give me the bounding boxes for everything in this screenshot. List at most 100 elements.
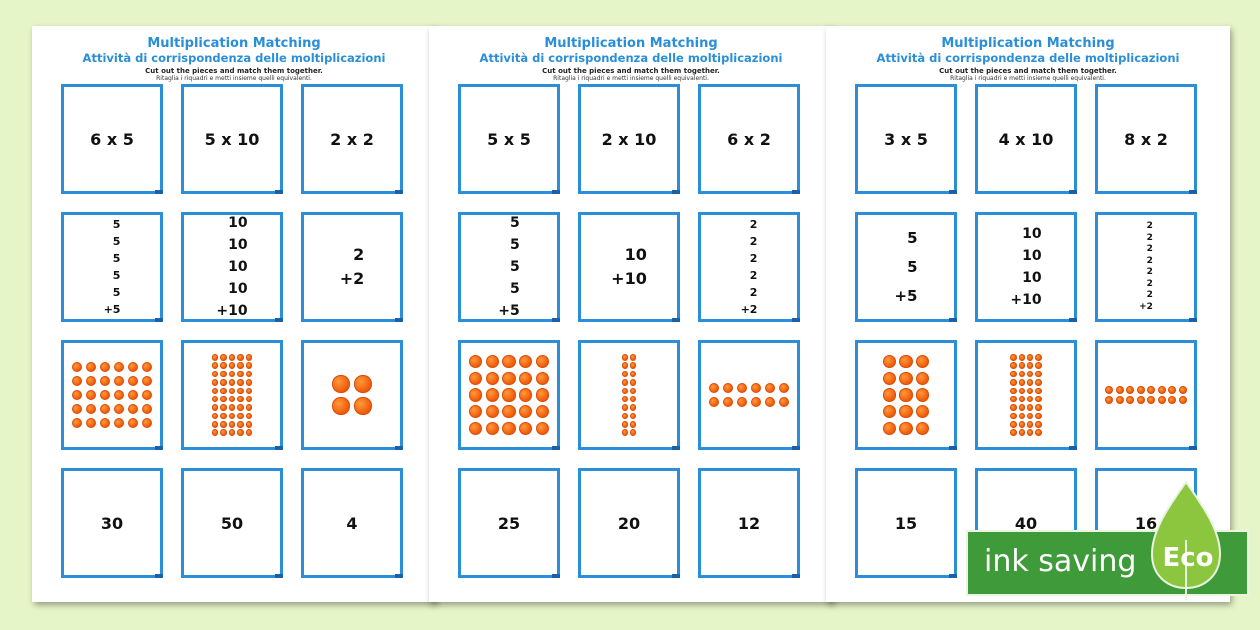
dot-cell — [898, 387, 915, 404]
dot-cell — [721, 395, 735, 409]
counter-dot — [211, 404, 219, 411]
counter-dot — [85, 389, 97, 401]
counter-dot — [99, 403, 111, 415]
dot-cell — [1034, 353, 1042, 361]
dot-cell — [1009, 429, 1017, 437]
addition-stack: 2+2 — [340, 243, 365, 291]
array-card[interactable] — [975, 340, 1077, 450]
array-card[interactable] — [578, 340, 680, 450]
dot-cell — [1026, 378, 1034, 386]
counter-dot — [228, 387, 236, 395]
counter-dot — [113, 417, 125, 429]
counter-dot — [722, 396, 734, 408]
answer-card[interactable]: 4 — [301, 468, 403, 578]
array-card[interactable] — [698, 340, 800, 450]
array-card[interactable] — [61, 340, 163, 450]
dot-cell — [1167, 385, 1178, 396]
dot-array — [70, 360, 154, 430]
counter-dot — [71, 361, 83, 373]
answer-text: 30 — [100, 513, 124, 533]
dot-cell — [1009, 420, 1017, 428]
counter-dot — [899, 388, 913, 402]
counter-dot — [778, 396, 790, 408]
dot-cell — [484, 387, 501, 404]
array-card[interactable] — [458, 340, 560, 450]
counter-dot — [722, 382, 734, 394]
counter-dot — [332, 397, 350, 415]
counter-dot — [882, 422, 896, 436]
dot-cell — [211, 378, 219, 386]
addition-card[interactable]: 10+10 — [578, 212, 680, 322]
counter-dot — [228, 362, 236, 369]
array-card[interactable] — [855, 340, 957, 450]
counter-dot — [485, 388, 499, 402]
expression-card[interactable]: 6 x 5 — [61, 84, 163, 194]
answer-card[interactable]: 50 — [181, 468, 283, 578]
dot-cell — [1009, 361, 1017, 369]
counter-dot — [1168, 385, 1177, 394]
answer-card[interactable]: 12 — [698, 468, 800, 578]
addition-line: 5 — [509, 237, 520, 253]
expression-card[interactable]: 2 x 10 — [578, 84, 680, 194]
counter-dot — [113, 403, 125, 415]
expression-card[interactable]: 5 x 10 — [181, 84, 283, 194]
answer-card[interactable]: 25 — [458, 468, 560, 578]
counter-dot — [502, 371, 516, 385]
array-card[interactable] — [181, 340, 283, 450]
dot-cell — [1009, 403, 1017, 411]
dot-cell — [621, 361, 629, 369]
dot-cell — [621, 412, 629, 420]
answer-card[interactable]: 30 — [61, 468, 163, 578]
counter-dot — [211, 421, 219, 428]
addition-line: +5 — [103, 303, 121, 316]
counter-dot — [113, 389, 125, 401]
dot-cell — [236, 387, 244, 395]
answer-card[interactable]: 15 — [855, 468, 957, 578]
addition-line: 5 — [907, 228, 918, 247]
expression-card[interactable]: 6 x 2 — [698, 84, 800, 194]
array-card[interactable] — [301, 340, 403, 450]
dot-cell — [1026, 353, 1034, 361]
dot-cell — [1034, 420, 1042, 428]
expression-card[interactable]: 4 x 10 — [975, 84, 1077, 194]
answer-card[interactable]: 20 — [578, 468, 680, 578]
dot-cell — [1009, 412, 1017, 420]
expression-card[interactable]: 5 x 5 — [458, 84, 560, 194]
addition-line: +2 — [1139, 301, 1153, 312]
counter-dot — [1018, 387, 1026, 395]
dot-cell — [140, 374, 154, 388]
counter-dot — [245, 404, 253, 411]
dot-cell — [881, 403, 898, 420]
dot-cell — [1009, 353, 1017, 361]
dot-cell — [1146, 395, 1157, 406]
addition-line: 5 — [112, 269, 121, 282]
counter-dot — [536, 354, 550, 368]
expression-card[interactable]: 8 x 2 — [1095, 84, 1197, 194]
counter-dot — [629, 362, 637, 369]
counter-dot — [245, 412, 253, 420]
dot-cell — [534, 420, 551, 437]
dot-cell — [1034, 378, 1042, 386]
counter-dot — [621, 370, 629, 378]
array-card[interactable] — [1095, 340, 1197, 450]
dot-cell — [735, 381, 749, 395]
expression-card[interactable]: 2 x 2 — [301, 84, 403, 194]
addition-line: 2 — [749, 235, 758, 248]
counter-dot — [220, 429, 227, 437]
dot-cell — [629, 429, 637, 437]
expression-card[interactable]: 3 x 5 — [855, 84, 957, 194]
addition-card[interactable]: 2+2 — [301, 212, 403, 322]
dot-cell — [881, 353, 898, 370]
counter-dot — [519, 354, 533, 368]
counter-dot — [71, 403, 83, 415]
dot-cell — [70, 402, 84, 416]
dot-cell — [236, 353, 244, 361]
